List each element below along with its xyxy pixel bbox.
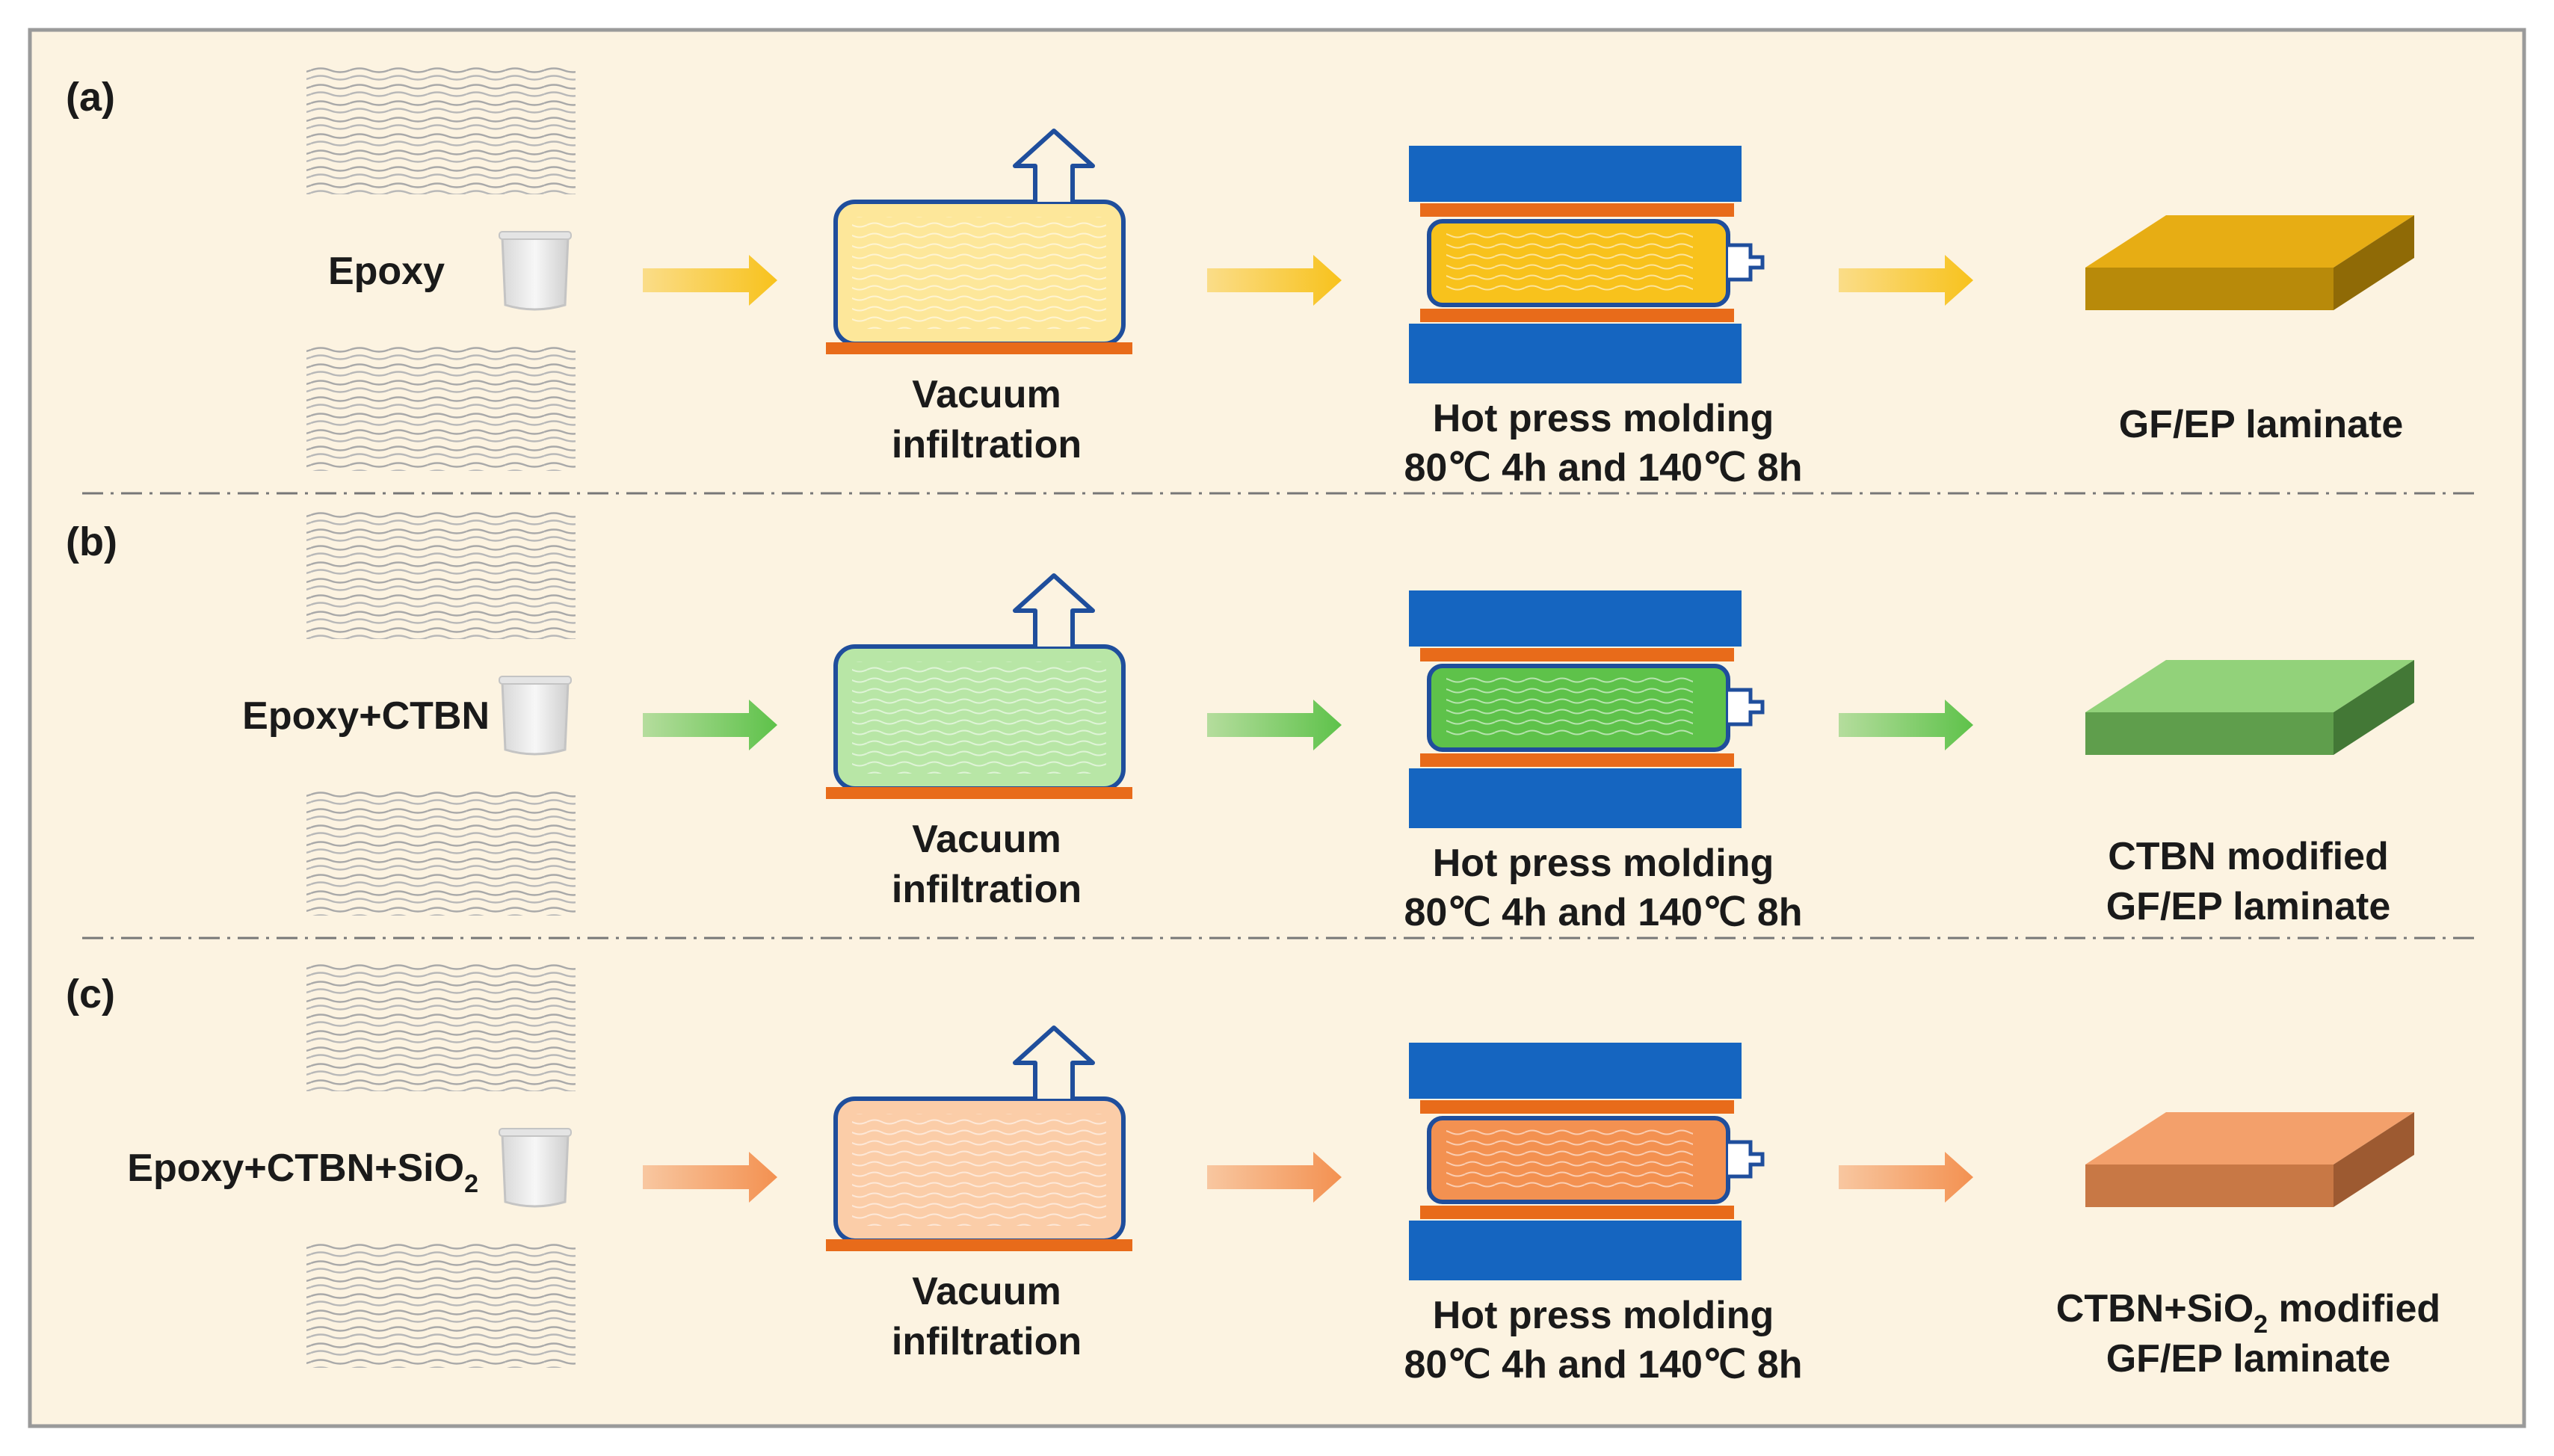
vacuum-outlet-arrow (1013, 1025, 1095, 1099)
bag-base-plate (826, 1239, 1132, 1251)
laminate-front-face (2085, 1165, 2334, 1207)
panel-label: (c) (66, 972, 115, 1017)
resin-label: Epoxy+CTBN+SiO2 (127, 1147, 478, 1198)
beaker-rim (499, 1128, 572, 1137)
fabric-stack-top (306, 512, 576, 639)
hot-press-label-line1: Hot press molding (1433, 1294, 1774, 1337)
vacuum-outlet-arrow (1013, 573, 1095, 647)
vacuum-bag-icon (826, 573, 1132, 799)
press-fabric (1446, 1129, 1693, 1191)
beaker-icon (499, 676, 572, 756)
laminate-side-face (2334, 1112, 2414, 1207)
beaker-body (501, 681, 570, 756)
resin-label: Epoxy+CTBN (242, 694, 490, 738)
press-top-heater (1420, 648, 1734, 661)
press-bottom-heater (1420, 1206, 1734, 1219)
laminate-top-face (2085, 215, 2414, 268)
process-arrow-3 (1839, 255, 1973, 306)
bag-fabric (852, 217, 1106, 329)
press-bottom-plate (1409, 768, 1742, 828)
fabric-stack-bottom (306, 344, 576, 471)
vacuum-infiltration-label-line2: infiltration (892, 1320, 1082, 1363)
hot-press-icon (1409, 590, 1765, 828)
laminate-front-face (2085, 268, 2334, 310)
bag-fabric (852, 1114, 1106, 1226)
resin-label: Epoxy (328, 250, 445, 293)
hot-press-label-line1: Hot press molding (1433, 842, 1774, 885)
product-label-line1: CTBN+SiO2 modified (2056, 1287, 2440, 1339)
fabric-stack-bottom (306, 789, 576, 916)
beaker-icon (499, 231, 572, 311)
bag-base-plate (826, 342, 1132, 354)
beaker-body (501, 1133, 570, 1208)
press-bag-valve (1728, 243, 1765, 282)
press-top-heater (1420, 203, 1734, 217)
hot-press-icon (1409, 1043, 1765, 1280)
process-arrow-2 (1207, 255, 1342, 306)
press-top-plate (1409, 146, 1742, 202)
press-top-plate (1409, 1043, 1742, 1099)
vacuum-infiltration-label-line1: Vacuum (912, 1270, 1061, 1313)
press-bottom-plate (1409, 1221, 1742, 1280)
vacuum-bag-icon (826, 129, 1132, 354)
vacuum-infiltration-label-line2: infiltration (892, 868, 1082, 911)
beaker-rim (499, 231, 572, 240)
press-bag-valve (1728, 688, 1765, 727)
hot-press-icon (1409, 146, 1765, 383)
press-bottom-heater (1420, 309, 1734, 322)
vacuum-outlet-arrow (1013, 129, 1095, 202)
fabric-stack-top (306, 67, 576, 194)
laminate-top-face (2085, 1112, 2414, 1165)
product-label-line1: GF/EP laminate (2119, 403, 2404, 446)
bag-base-plate (826, 787, 1132, 799)
vacuum-infiltration-label-line1: Vacuum (912, 818, 1061, 861)
process-arrow-1 (643, 255, 777, 306)
laminate-side-face (2334, 660, 2414, 755)
laminate-product (2085, 1112, 2414, 1207)
process-arrow-2 (1207, 1152, 1342, 1203)
vacuum-infiltration-label-line1: Vacuum (912, 373, 1061, 416)
bag-fabric (852, 661, 1106, 774)
fabric-stack-bottom (306, 1241, 576, 1368)
product-label-line2: GF/EP laminate (2106, 1337, 2391, 1381)
laminate-side-face (2334, 215, 2414, 310)
press-top-plate (1409, 590, 1742, 647)
press-fabric (1446, 676, 1693, 739)
product-label-line2: GF/EP laminate (2106, 885, 2391, 928)
process-arrow-2 (1207, 700, 1342, 750)
vacuum-bag-icon (826, 1025, 1132, 1251)
laminate-front-face (2085, 712, 2334, 755)
press-bag-valve (1728, 1140, 1765, 1179)
panel-label: (a) (66, 75, 115, 120)
press-fabric (1446, 232, 1693, 294)
process-arrow-3 (1839, 700, 1973, 750)
beaker-body (501, 236, 570, 311)
fabric-stack-top (306, 964, 576, 1091)
process-row-2: (b) Epoxy+CTBN Vacuum infiltration Hot press… (66, 512, 2414, 934)
press-bottom-heater (1420, 753, 1734, 767)
hot-press-label-line2: 80℃ 4h and 140℃ 8h (1404, 446, 1803, 490)
laminate-top-face (2085, 660, 2414, 712)
panel-label: (b) (66, 519, 117, 564)
laminate-product (2085, 215, 2414, 310)
beaker-rim (499, 676, 572, 685)
press-top-heater (1420, 1100, 1734, 1114)
beaker-icon (499, 1128, 572, 1208)
hot-press-label-line2: 80℃ 4h and 140℃ 8h (1404, 1343, 1803, 1386)
hot-press-label-line2: 80℃ 4h and 140℃ 8h (1404, 891, 1803, 934)
process-arrow-1 (643, 700, 777, 750)
press-bottom-plate (1409, 324, 1742, 383)
process-arrow-3 (1839, 1152, 1973, 1203)
product-label-line1: CTBN modified (2108, 835, 2389, 878)
process-arrow-1 (643, 1152, 777, 1203)
hot-press-label-line1: Hot press molding (1433, 397, 1774, 440)
laminate-product (2085, 660, 2414, 755)
vacuum-infiltration-label-line2: infiltration (892, 423, 1082, 466)
